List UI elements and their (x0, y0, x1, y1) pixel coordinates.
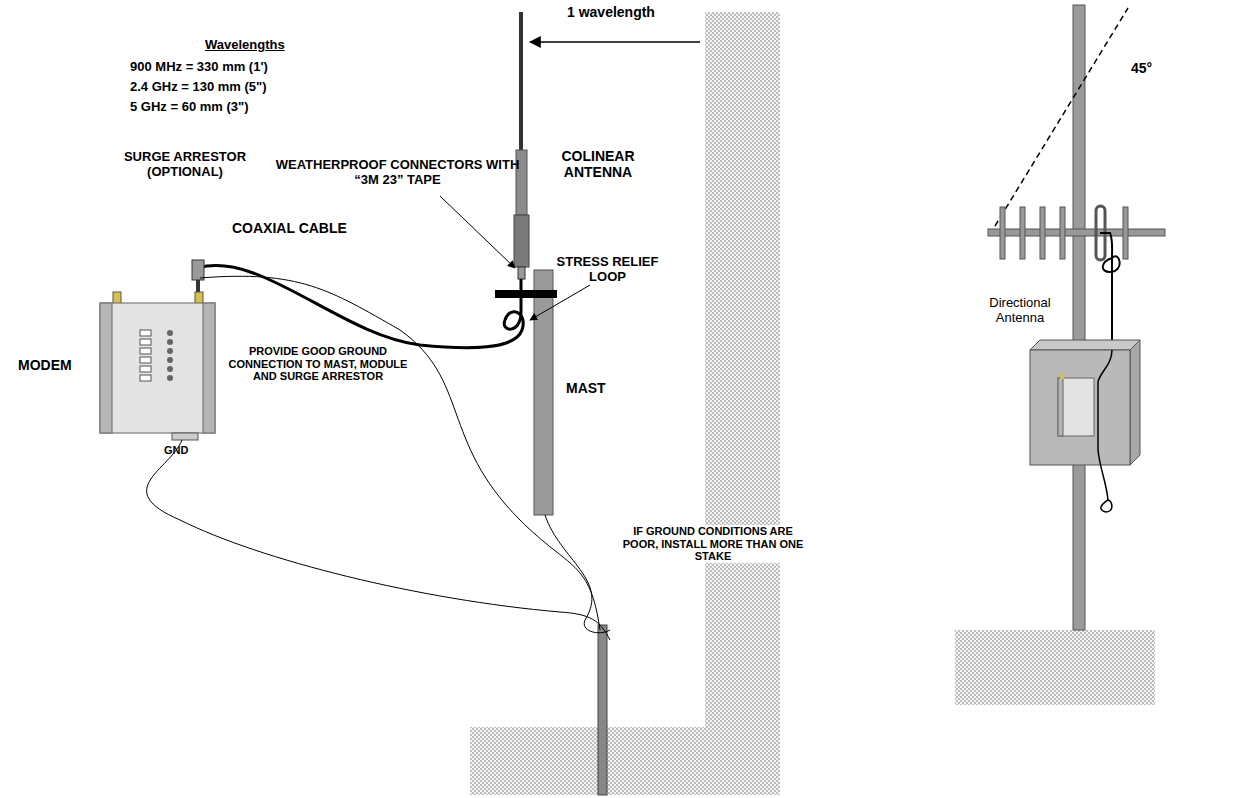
mast (534, 270, 553, 515)
table-heading: Wavelengths (205, 38, 325, 53)
modem-slot (140, 339, 151, 345)
ground-wire (200, 276, 600, 630)
modem-led (167, 330, 173, 336)
callout-note: WEATHERPROOF CONNECTORS WITH “3M 23” TAP… (270, 158, 525, 188)
wavelength-arrow (530, 41, 700, 43)
part-label: COAXIAL CABLE (232, 220, 382, 236)
modem-body (203, 303, 215, 433)
enclosure (1130, 340, 1140, 465)
part-label: MODEM (18, 357, 98, 373)
callout-note: PROVIDE GOOD GROUND CONNECTION TO MAST, … (228, 345, 408, 383)
table-cell: 2.4 GHz = 130 mm (5") (130, 80, 350, 95)
connector (518, 267, 525, 279)
wall-hatch (705, 12, 780, 727)
part-label: COLINEAR ANTENNA (548, 148, 648, 180)
antenna-cable (1098, 350, 1112, 512)
ground-wire (147, 440, 610, 640)
yagi-element (1040, 207, 1045, 259)
part-label: SURGE ARRESTOR (OPTIONAL) (110, 150, 260, 180)
ground-wire (545, 515, 610, 633)
yagi-element (1060, 207, 1065, 259)
callout-note: IF GROUND CONDITIONS ARE POOR, INSTALL M… (618, 525, 808, 563)
pin-name: GND (164, 444, 204, 457)
leader-line (530, 285, 590, 320)
modem-body (1058, 378, 1063, 436)
part-label: Directional Antenna (975, 296, 1065, 326)
modem-slot (140, 375, 151, 381)
part-label: MAST (566, 380, 646, 396)
ground-hatch (470, 727, 780, 795)
yagi-boom (988, 229, 1165, 236)
modem-slot (140, 357, 151, 363)
yagi-element (1000, 207, 1005, 259)
modem-led (167, 366, 173, 372)
terminal-block (172, 433, 198, 440)
antenna-port (195, 292, 203, 304)
angle-line (995, 8, 1128, 226)
angle-label: 45° (1131, 60, 1181, 76)
modem-led (167, 348, 173, 354)
antenna-cable (1100, 233, 1120, 350)
modem-body (100, 303, 112, 433)
antenna-base (514, 215, 529, 267)
modem-slot (140, 348, 151, 354)
modem-led (167, 375, 173, 381)
enclosure (1030, 340, 1140, 350)
yagi-element (1020, 207, 1025, 259)
modem-led (167, 357, 173, 363)
table-cell: 5 GHz = 60 mm (3") (130, 100, 350, 115)
part-label: STRESS RELIEF LOOP (545, 255, 670, 285)
modem-body (1058, 378, 1094, 436)
table-cell: 900 MHz = 330 mm (1') (130, 60, 350, 75)
modem-body (100, 303, 215, 433)
ground-hatch (955, 630, 1155, 705)
leader-line (440, 196, 515, 268)
enclosure (1030, 350, 1130, 465)
ground-stake (598, 625, 607, 795)
yagi-element (1123, 207, 1128, 259)
mast-clamp (495, 290, 557, 298)
dimension-label: 1 wavelength (567, 4, 707, 20)
modem-slot (140, 330, 151, 336)
antenna-port (113, 292, 121, 304)
coaxial-cable (198, 266, 523, 348)
modem-led (167, 339, 173, 345)
modem-slot (140, 366, 151, 372)
antenna-whip (519, 12, 523, 150)
antenna-port (1060, 374, 1064, 379)
surge-arrestor (192, 260, 204, 280)
mast (1073, 5, 1085, 630)
modem-leds (140, 330, 173, 381)
